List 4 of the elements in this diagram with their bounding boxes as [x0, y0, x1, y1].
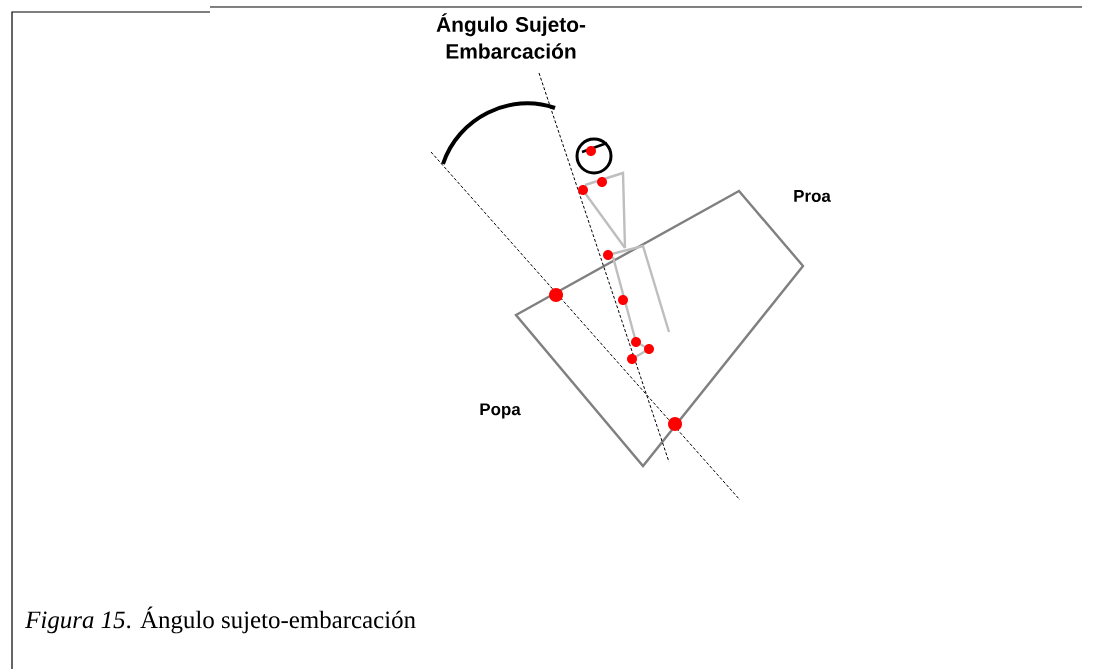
angle-label: Ángulo Sujeto-Embarcación — [436, 13, 586, 59]
figure-caption: Figura 15. Ángulo sujeto-embarcación — [25, 606, 416, 634]
bow-label: Proa — [794, 190, 831, 202]
stern-label: Popa — [480, 403, 521, 419]
